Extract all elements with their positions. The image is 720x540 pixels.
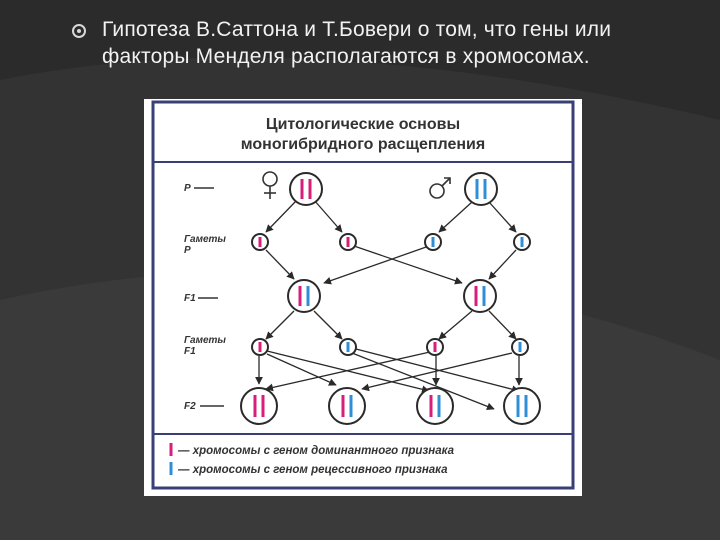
zygote-f2-4 — [503, 387, 541, 425]
label-f1: F1 — [184, 293, 196, 304]
gamete-f1-3 — [426, 338, 444, 356]
label-gametes-f1-2: F1 — [184, 346, 196, 357]
zygote-f2-1 — [240, 387, 278, 425]
label-gametes-f1-1: Гаметы — [184, 335, 226, 346]
bullet-point: Гипотеза В.Саттона и Т.Бовери о том, что… — [72, 16, 692, 70]
male-symbol-icon — [429, 177, 451, 199]
bullet-text: Гипотеза В.Саттона и Т.Бовери о том, что… — [102, 18, 612, 68]
gamete-p-1 — [251, 233, 269, 251]
label-f2: F2 — [184, 401, 196, 412]
diagram-title-line1: Цитологические основы — [266, 116, 460, 133]
gamete-f1-1 — [251, 338, 269, 356]
legend-dominant-text: — хромосомы с геном доминантного признак… — [177, 445, 455, 457]
gamete-p-3 — [424, 233, 442, 251]
circle-bullet-icon — [72, 24, 86, 38]
label-gametes-p-2: P — [184, 245, 191, 256]
zygote-f1-1 — [287, 279, 321, 313]
gamete-p-4 — [513, 233, 531, 251]
label-gametes-p-1: Гаметы — [184, 234, 226, 245]
legend: — хромосомы с геном доминантного признак… — [169, 443, 455, 476]
zygote-p-female — [289, 172, 323, 206]
female-symbol-icon — [262, 171, 278, 199]
zygote-p-male — [464, 172, 498, 206]
label-p: P — [184, 183, 191, 194]
diagram-canvas: Цитологические основы моногибридного рас… — [151, 100, 575, 490]
zygote-f2-2 — [328, 387, 366, 425]
diagram-title-line2: моногибридного расщепления — [241, 136, 485, 153]
gamete-f1-4 — [511, 338, 529, 356]
gamete-p-2 — [339, 233, 357, 251]
arrows — [255, 199, 523, 411]
zygote-f2-3 — [416, 387, 454, 425]
monohybrid-diagram: Цитологические основы моногибридного рас… — [144, 99, 582, 496]
legend-recessive-text: — хромосомы с геном рецессивного признак… — [177, 464, 448, 476]
zygote-f1-2 — [463, 279, 497, 313]
gamete-f1-2 — [339, 338, 357, 356]
diagram-frame — [151, 100, 575, 490]
